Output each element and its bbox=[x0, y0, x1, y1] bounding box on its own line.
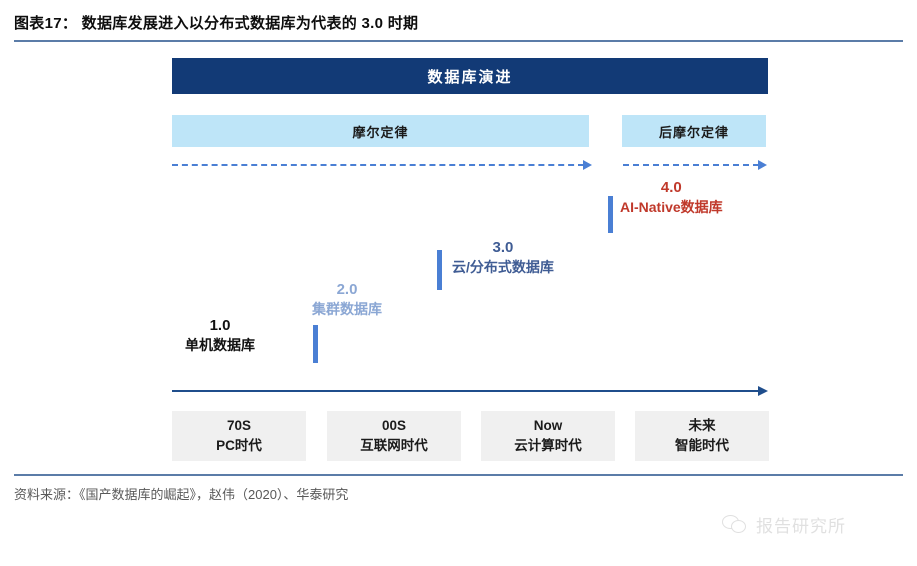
timeline-line bbox=[172, 390, 759, 392]
stage-name-2: 集群数据库 bbox=[312, 301, 382, 318]
stage-tick-1 bbox=[313, 325, 318, 363]
stage-label-2: 2.0 集群数据库 bbox=[312, 280, 382, 319]
watermark: 报告研究所 bbox=[722, 512, 846, 537]
stage-tick-2 bbox=[437, 250, 442, 290]
stage-name-4: AI-Native数据库 bbox=[620, 199, 723, 216]
era-box-future: 未来 智能时代 bbox=[635, 411, 769, 461]
source-note: 资料来源：《国产数据库的崛起》，赵伟（2020）、华泰研究 bbox=[14, 487, 349, 502]
stage-version-2: 2.0 bbox=[336, 281, 358, 298]
post-moore-law-dashed-arrow-icon bbox=[623, 159, 767, 171]
era-label-2: 云计算时代 bbox=[514, 438, 582, 453]
era-label-1: 互联网时代 bbox=[360, 438, 428, 453]
stage-version-3: 3.0 bbox=[492, 239, 514, 256]
moore-law-band: 摩尔定律 bbox=[172, 115, 589, 147]
moore-law-dashed-arrow-icon bbox=[172, 159, 592, 171]
database-evolution-diagram: 数据库演进 摩尔定律 后摩尔定律 1.0 单机数据库 2.0 集群数据库 3.0… bbox=[172, 58, 769, 461]
stage-label-4: 4.0 AI-Native数据库 bbox=[620, 178, 723, 217]
era-period-0: 70S bbox=[226, 418, 252, 434]
post-moore-law-band: 后摩尔定律 bbox=[622, 115, 766, 147]
era-period-1: 00S bbox=[381, 418, 407, 434]
stage-version-4: 4.0 bbox=[660, 179, 682, 196]
era-box-00s: 00S 互联网时代 bbox=[327, 411, 461, 461]
stage-name-3: 云/分布式数据库 bbox=[452, 259, 554, 276]
stage-version-1: 1.0 bbox=[209, 317, 231, 334]
timeline-arrow-icon bbox=[172, 385, 768, 397]
era-period-3: 未来 bbox=[688, 418, 716, 434]
arrowhead-icon bbox=[583, 160, 592, 170]
era-label-3: 智能时代 bbox=[675, 438, 729, 453]
era-box-70s: 70S PC时代 bbox=[172, 411, 306, 461]
watermark-label: 报告研究所 bbox=[756, 517, 846, 536]
diagram-header-banner: 数据库演进 bbox=[172, 58, 768, 94]
arrowhead-icon bbox=[758, 160, 767, 170]
arrowhead-icon bbox=[758, 386, 768, 396]
era-box-now: Now 云计算时代 bbox=[481, 411, 615, 461]
dashed-line bbox=[623, 164, 759, 166]
wechat-icon bbox=[722, 514, 748, 535]
era-period-2: Now bbox=[533, 418, 563, 434]
dashed-line bbox=[172, 164, 584, 166]
era-label-0: PC时代 bbox=[216, 438, 262, 453]
stage-name-1: 单机数据库 bbox=[185, 337, 255, 354]
stage-label-3: 3.0 云/分布式数据库 bbox=[452, 238, 554, 277]
bubble-shape bbox=[731, 519, 746, 533]
page-title: 图表17： 数据库发展进入以分布式数据库为代表的 3.0 时期 bbox=[14, 15, 419, 32]
source-divider bbox=[14, 474, 903, 476]
stage-tick-3 bbox=[608, 196, 613, 233]
stage-label-1: 1.0 单机数据库 bbox=[185, 316, 255, 355]
title-divider bbox=[14, 40, 903, 42]
